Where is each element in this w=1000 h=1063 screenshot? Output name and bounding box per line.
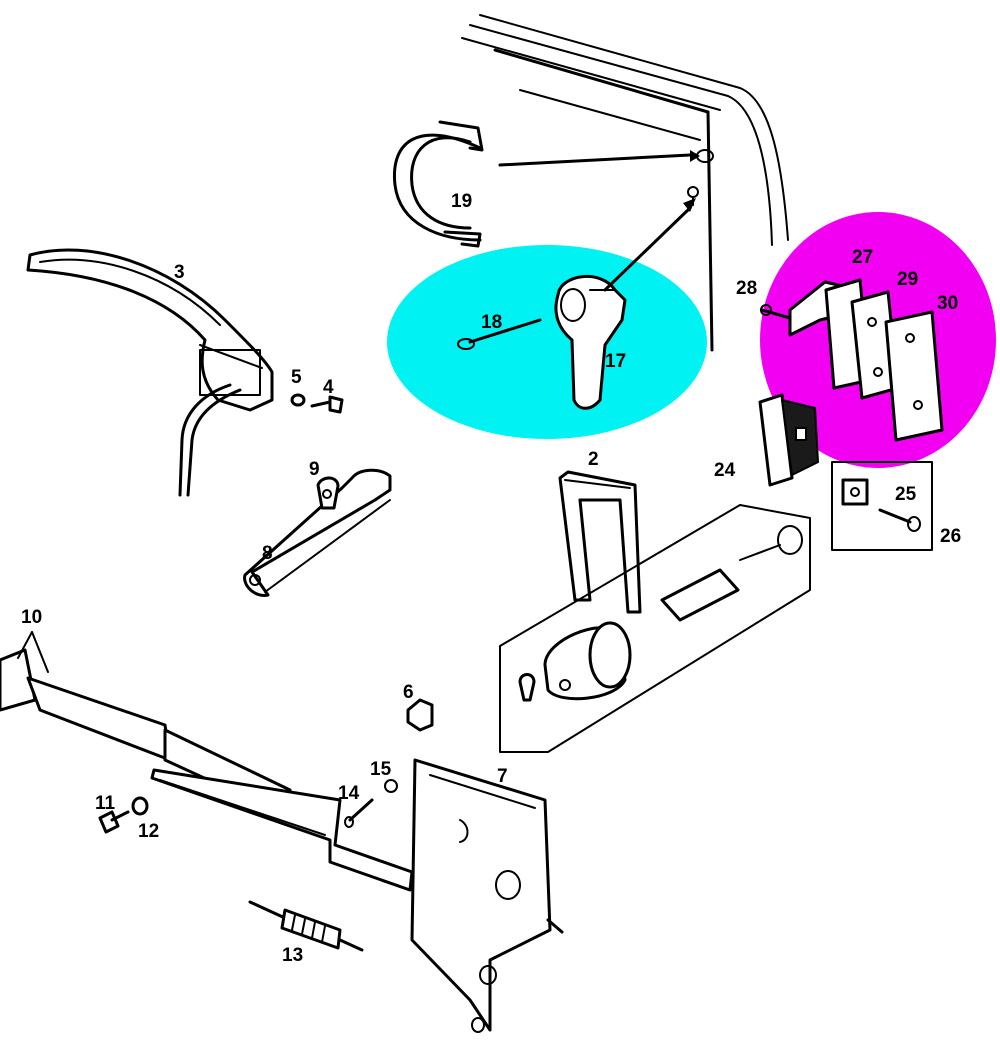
part-7-lock-body	[410, 758, 564, 1033]
part-28-bolt	[760, 304, 792, 320]
label-10: 10	[21, 607, 43, 628]
part-8-link	[243, 468, 392, 597]
part-9-clip	[316, 476, 340, 510]
label-6: 6	[403, 682, 414, 703]
cyan-highlight	[387, 245, 707, 439]
label-9: 9	[309, 459, 320, 480]
part-17-lock-knob	[554, 198, 696, 410]
label-18: 18	[481, 312, 503, 333]
label-7: 7	[497, 766, 508, 787]
part-4-screw	[310, 395, 344, 414]
label-29: 29	[897, 269, 919, 290]
label-30: 30	[937, 293, 959, 314]
part-12-nut	[131, 796, 149, 816]
door-frame	[461, 14, 789, 352]
part-6-nut	[406, 698, 434, 732]
part-13-spring	[248, 900, 364, 952]
label-26: 26	[940, 526, 962, 547]
label-2: 2	[588, 449, 599, 470]
part-11-bolt	[98, 810, 130, 834]
label-14: 14	[338, 783, 360, 804]
part-30-plate	[884, 310, 944, 442]
label-17: 17	[605, 351, 627, 372]
label-25: 25	[895, 484, 917, 505]
part-3-handle	[26, 248, 274, 497]
label-13: 13	[282, 945, 304, 966]
label-15: 15	[370, 759, 392, 780]
label-4: 4	[323, 377, 334, 398]
label-3: 3	[174, 262, 185, 283]
part-18-pin	[457, 318, 542, 350]
parts-25-26-box	[831, 461, 933, 551]
label-12: 12	[138, 821, 160, 842]
part-5-washer	[290, 393, 306, 407]
lock-cylinder-assembly	[499, 504, 811, 753]
label-19: 19	[451, 191, 473, 212]
part-19-bracket	[392, 120, 484, 248]
part-24-striker	[758, 393, 820, 487]
part-2-bracket	[558, 470, 642, 614]
label-11: 11	[95, 793, 116, 814]
label-8: 8	[262, 543, 273, 564]
label-5: 5	[291, 367, 302, 388]
part-15-washer	[384, 779, 398, 793]
label-28: 28	[736, 278, 758, 299]
label-27: 27	[852, 247, 874, 268]
part-14-screw	[344, 798, 374, 828]
label-24: 24	[714, 460, 736, 481]
